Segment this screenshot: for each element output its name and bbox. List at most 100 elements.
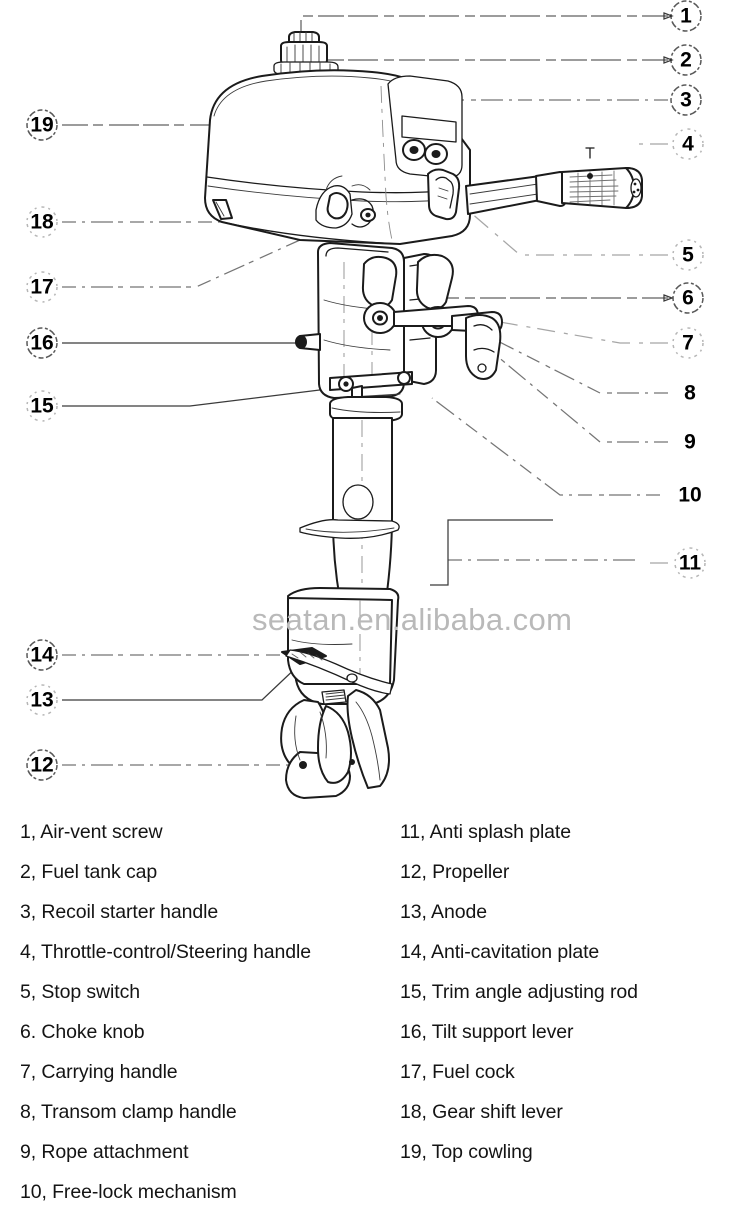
callout-8: 8 (684, 382, 696, 405)
callout-ring-13 (26, 684, 58, 716)
callout-number-10: 10 (678, 484, 701, 507)
callout-number-15: 15 (30, 395, 54, 418)
callout-13: 13 (26, 684, 58, 716)
callout-19: 19 (26, 109, 58, 141)
legend-item: 13, Anode (400, 901, 487, 923)
recoil-starter-handle (387, 75, 463, 179)
callout-11: 11 (674, 547, 706, 579)
callout-9: 9 (684, 431, 696, 454)
gear-shift-and-fuel-cock (315, 175, 376, 229)
gear-shift-lever (326, 192, 349, 220)
transom-pad (465, 314, 502, 380)
callout-number-13: 13 (30, 689, 53, 712)
gearcase (346, 689, 390, 789)
stop-switch-center (409, 146, 419, 154)
callout-ring-16 (26, 327, 58, 359)
legend-item: 17, Fuel cock (400, 1061, 515, 1083)
callout-number-2: 2 (680, 49, 692, 72)
leader-1-arrow (663, 12, 674, 20)
leader-10 (431, 397, 660, 496)
legend-item: 16, Tilt support lever (400, 1021, 574, 1043)
callout-number-7: 7 (682, 332, 694, 355)
legend-item: 12, Propeller (400, 861, 510, 883)
leader-lines-left (62, 122, 353, 768)
legend-item: 15, Trim angle adjusting rod (400, 981, 638, 1003)
callout-ring-14 (26, 639, 58, 671)
callout-ring-17 (26, 271, 58, 303)
clamp-arm-upper-left (361, 255, 398, 309)
callout-number-8: 8 (684, 382, 696, 405)
grip-end-face (630, 178, 642, 198)
legend-item: 11, Anti splash plate (400, 821, 571, 843)
legend-item: 14, Anti-cavitation plate (400, 941, 600, 963)
callout-number-1: 1 (680, 5, 692, 28)
transom-clamp-assembly (295, 242, 503, 401)
motor-illustration (204, 31, 643, 799)
water-intake-port (342, 484, 374, 520)
legend-item: 3, Recoil starter handle (20, 901, 219, 923)
callouts-left: 19 18 17 16 15 14 13 12 (26, 109, 58, 781)
leader-2-arrow (663, 56, 674, 64)
callout-ring-5 (672, 239, 704, 271)
callout-number-6: 6 (682, 287, 694, 310)
callout-14: 14 (26, 639, 58, 671)
callout-ring-19 (26, 109, 58, 141)
callout-3: 3 (670, 84, 702, 116)
callout-number-16: 16 (30, 332, 53, 355)
callout-ring-12 (26, 749, 58, 781)
callout-ring-7 (672, 327, 704, 359)
cowl-window (401, 115, 457, 143)
callout-number-4: 4 (682, 133, 694, 156)
callout-number-12: 12 (30, 754, 53, 777)
legend-item: 1, Air-vent screw (20, 821, 163, 843)
anti-cavitation-assembly (281, 647, 393, 705)
callout-18: 18 (26, 206, 58, 238)
callout-number-3: 3 (680, 89, 692, 112)
callout-ring-2 (670, 44, 702, 76)
propeller-blade-right (317, 705, 352, 784)
callout-ring-6 (672, 282, 704, 314)
callout-number-14: 14 (30, 644, 54, 667)
watermark-text: seatan.en.alibaba.com (252, 602, 572, 637)
callout-number-17: 17 (30, 276, 53, 299)
callout-6: 6 (672, 282, 704, 314)
callout-number-18: 18 (30, 211, 54, 234)
callout-ring-4 (672, 128, 704, 160)
callout-17: 17 (26, 271, 58, 303)
leader-13 (62, 663, 301, 701)
anti-splash-plate (299, 519, 400, 539)
callout-ring-1 (670, 0, 702, 32)
callout-ring-18 (26, 206, 58, 238)
callout-1: 1 (670, 0, 702, 32)
callout-15: 15 (26, 390, 58, 422)
callout-12: 12 (26, 749, 58, 781)
legend-item: 19, Top cowling (400, 1141, 533, 1163)
fuel-tank-cap-assembly (273, 31, 339, 76)
callout-4: 4 (672, 128, 704, 160)
handle-marker (587, 173, 593, 179)
steering-handle (465, 147, 643, 215)
tilt-lever-knob (295, 335, 307, 349)
clamp-arm-upper-right (415, 253, 454, 311)
legend-item: 7, Carrying handle (20, 1061, 178, 1083)
leader-11-bracket (430, 519, 553, 586)
linkage-pin (397, 371, 411, 385)
prop-hub (299, 761, 307, 769)
callout-ring-11 (674, 547, 706, 579)
legend-item: 4, Throttle-control/Steering handle (20, 941, 311, 963)
legend-item: 8, Transom clamp handle (20, 1101, 237, 1123)
carrying-handle (427, 168, 461, 221)
legend-item: 18, Gear shift lever (400, 1101, 563, 1123)
callout-ring-3 (670, 84, 702, 116)
leader-5 (469, 211, 668, 256)
legend-item: 5, Stop switch (20, 981, 140, 1003)
leader-6-arrow (663, 294, 674, 302)
legend-item: 6. Choke knob (20, 1021, 145, 1043)
legend-column-right: 11, Anti splash plate 12, Propeller 13, An… (400, 812, 745, 1172)
callout-7: 7 (672, 327, 704, 359)
trim-tab-bolt (346, 673, 358, 683)
